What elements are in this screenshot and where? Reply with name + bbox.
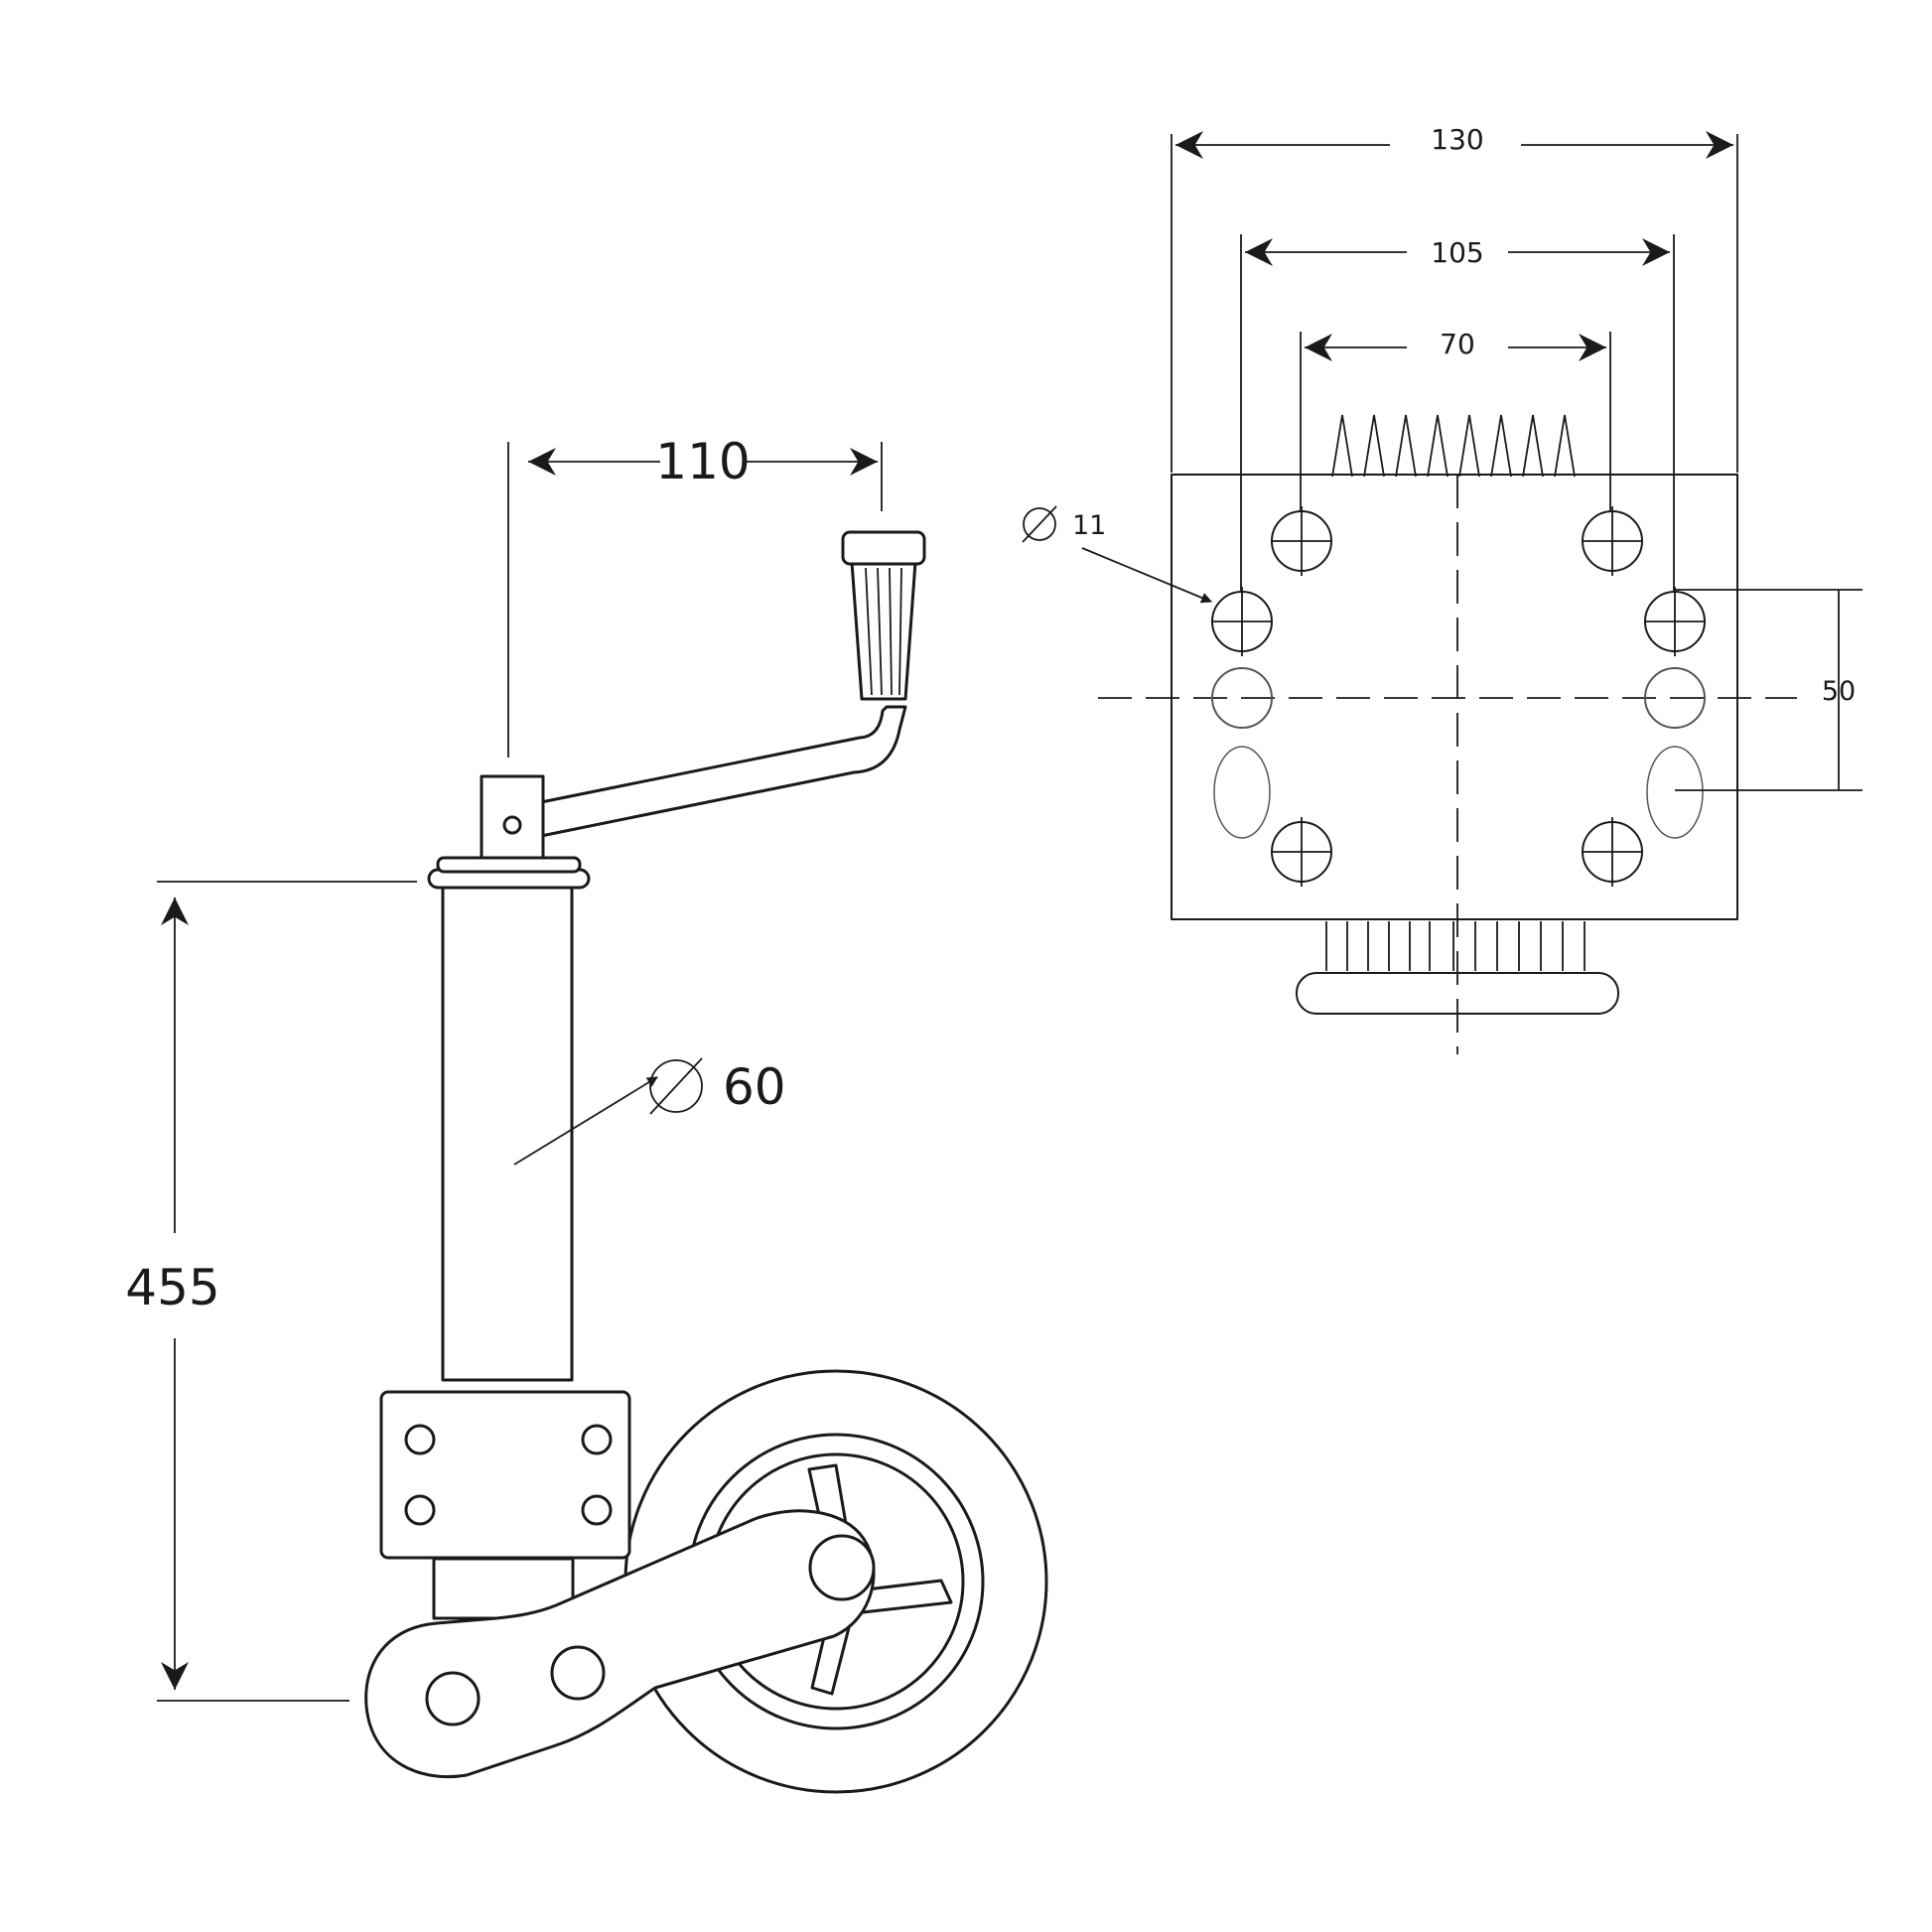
mounting-plate — [1171, 474, 1738, 920]
dimension-455-label: 455 — [125, 1259, 219, 1316]
dimension-130-label: 130 — [1431, 123, 1483, 156]
dimension-50: 50 — [1675, 589, 1863, 791]
clamp-block — [379, 1390, 631, 1620]
side-view: 110 60 455 — [125, 433, 1048, 1794]
dimension-455: 455 — [125, 881, 417, 1702]
main-tube — [427, 856, 591, 1382]
swing-arm — [364, 1509, 876, 1779]
dimension-70-label: 70 — [1440, 328, 1475, 360]
dimension-diameter-11: 11 — [1022, 505, 1213, 604]
dimension-105: 105 — [1240, 234, 1675, 592]
dimension-110: 110 — [507, 433, 883, 758]
top-view: 130 105 70 11 — [1022, 123, 1863, 1054]
dimension-50-label: 50 — [1822, 676, 1856, 707]
dimension-110-label: 110 — [655, 433, 750, 490]
crank-handle — [480, 530, 926, 860]
bolt-holes — [1211, 506, 1706, 887]
dimension-105-label: 105 — [1431, 236, 1483, 269]
dimension-diameter-60: 60 — [513, 1057, 786, 1166]
clamp-teeth-top — [1331, 414, 1576, 478]
dimension-70: 70 — [1300, 328, 1611, 512]
dimension-60-label: 60 — [723, 1058, 786, 1116]
dimension-11-label: 11 — [1072, 510, 1106, 541]
dimension-130: 130 — [1171, 123, 1738, 473]
